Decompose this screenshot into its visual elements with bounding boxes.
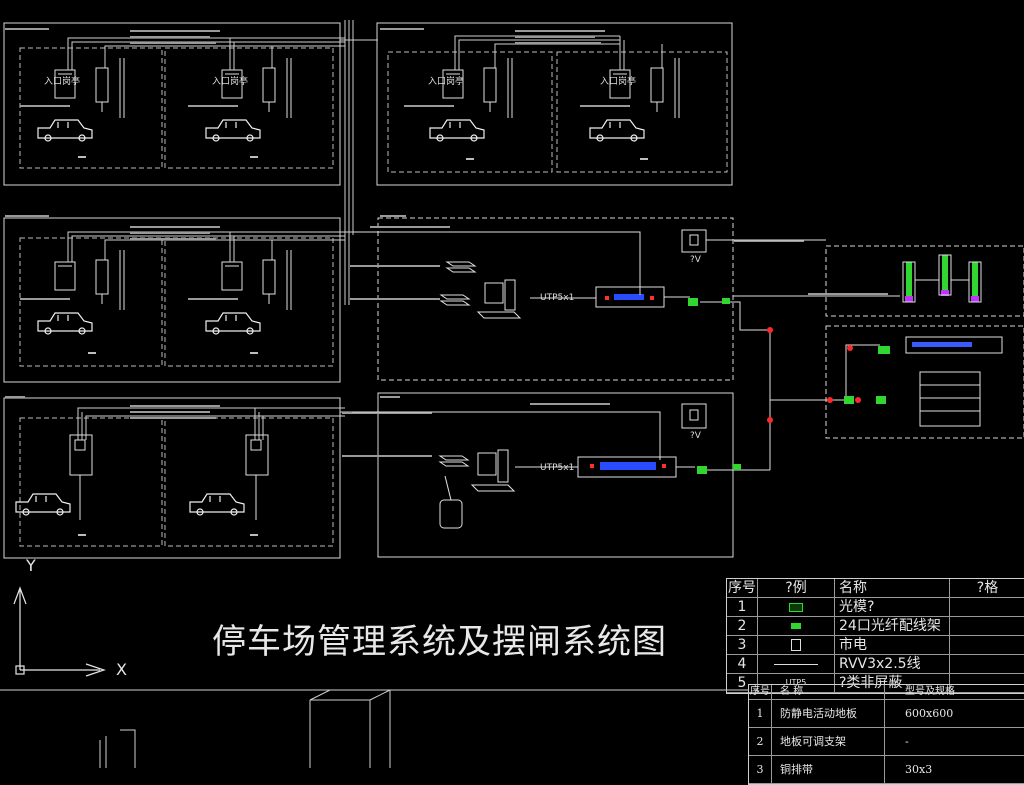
materials-row-no: 3 — [749, 756, 772, 783]
turnstile-zone — [825, 245, 1024, 317]
switch-uplink-label: UTP5x1 — [540, 463, 575, 473]
materials-row-name: 防静电活动地板 — [772, 700, 885, 727]
legend-row-symbol: UTP5 — [758, 674, 835, 692]
ticket-kiosk-label: 入口岗亭 — [428, 77, 465, 87]
materials-header-no: 序号 — [750, 685, 772, 699]
materials-row-name: 地板可调支架 — [772, 728, 885, 755]
materials-table: 序号 名 称 型号及规格 1 防静电活动地板 600x600 2 地板可调支架 … — [748, 684, 1024, 785]
ticket-kiosk-label: 入口岗亭 — [600, 77, 637, 87]
axis-y-label: Y — [26, 556, 36, 575]
materials-row: 3 铜排带 30x3 — [749, 756, 1024, 784]
materials-row: 1 防静电活动地板 600x600 — [749, 700, 1024, 728]
legend-row-name: 24口光纤配线架 — [835, 617, 950, 635]
legend-row-no: 2 — [727, 617, 758, 635]
legend-header-spec: ?格 — [976, 580, 999, 596]
legend-row-name: 光模? — [835, 598, 950, 616]
legend-header-row: 序号 ?例 名称 ?格 — [727, 579, 1024, 598]
cad-drawing-canvas — [0, 20, 1024, 768]
legend-row-no: 1 — [727, 598, 758, 616]
legend-row: 3 市电 — [727, 636, 1024, 655]
legend-table: 序号 ?例 名称 ?格 1 光模? 2 24口光纤配线架 3 市电 4 RVV3… — [726, 578, 1024, 694]
legend-row-no: 5 — [727, 674, 758, 692]
legend-header-no: 序号 — [728, 579, 758, 597]
legend-row: 4 RVV3x2.5线 — [727, 655, 1024, 674]
materials-row-spec: - — [905, 735, 909, 748]
zone-frame-3 — [3, 217, 341, 383]
legend-row-name: ?类非屏蔽 — [835, 674, 950, 692]
outlet-label: ?V — [690, 255, 701, 265]
legend-row-name: RVV3x2.5线 — [835, 655, 950, 673]
legend-row-no: 3 — [727, 636, 758, 654]
power-outlet-icon — [758, 636, 835, 654]
materials-row-spec: 30x3 — [905, 763, 933, 776]
materials-row-no: 1 — [749, 700, 772, 727]
switch-uplink-label: UTP5x1 — [540, 293, 575, 303]
materials-row-no: 2 — [749, 728, 772, 755]
control-room-2 — [377, 392, 734, 558]
legend-row: 2 24口光纤配线架 — [727, 617, 1024, 636]
materials-header-name: 名 称 — [772, 685, 885, 699]
zone-frame-4 — [3, 397, 341, 559]
legend-row-name: 市电 — [835, 636, 950, 654]
zone-frame-1 — [3, 22, 341, 186]
cable-line-icon — [758, 655, 835, 673]
materials-row-spec: 600x600 — [905, 707, 954, 720]
materials-row: 2 地板可调支架 - — [749, 728, 1024, 756]
network-zone — [825, 325, 1024, 439]
materials-header-spec: 型号及规格 — [905, 686, 955, 697]
zone-frame-2 — [376, 22, 733, 186]
legend-row-no: 4 — [727, 655, 758, 673]
materials-row-name: 铜排带 — [772, 756, 885, 783]
patch-panel-icon — [758, 617, 835, 635]
ticket-kiosk-label: 入口岗亭 — [44, 77, 81, 87]
legend-row: 1 光模? — [727, 598, 1024, 617]
ticket-kiosk-label: 入口岗亭 — [212, 77, 249, 87]
fiber-module-icon — [758, 598, 835, 616]
legend-header-name: 名称 — [835, 579, 950, 597]
outlet-label: ?V — [690, 431, 701, 441]
legend-header-symbol: ?例 — [758, 579, 835, 597]
axis-x-label: X — [116, 660, 127, 679]
legend-row: 5 UTP5 ?类非屏蔽 — [727, 674, 1024, 693]
materials-header-row: 序号 名 称 型号及规格 — [749, 685, 1024, 700]
drawing-title: 停车场管理系统及摆闸系统图 — [212, 622, 667, 662]
